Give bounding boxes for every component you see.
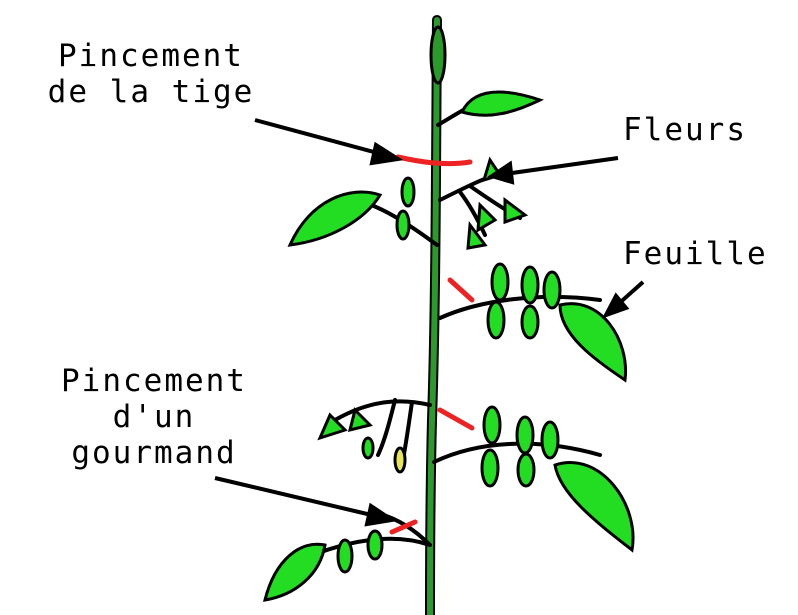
leaves [265,92,633,600]
label-pinch-stem-line2: de la tige [20,74,282,110]
side-branches [300,100,600,560]
arrow-pinch-stem [255,120,385,155]
label-flowers: Fleurs [623,112,747,148]
label-pinch-sucker: Pincement d'un gourmand [20,363,288,471]
label-leaf: Feuille [623,236,768,272]
arrow-pinch-sucker [215,478,380,517]
leaf-axil-mark-lower [440,410,472,428]
label-pinch-stem: Pincement de la tige [20,38,282,110]
label-pinch-sucker-line2: d'un [20,399,288,435]
label-pinch-sucker-line1: Pincement [20,363,288,399]
leaf-axil-mark-upper [450,280,472,300]
arrow-flowers [505,158,618,174]
label-pinch-sucker-line3: gourmand [20,435,288,471]
label-pinch-stem-line1: Pincement [20,38,282,74]
